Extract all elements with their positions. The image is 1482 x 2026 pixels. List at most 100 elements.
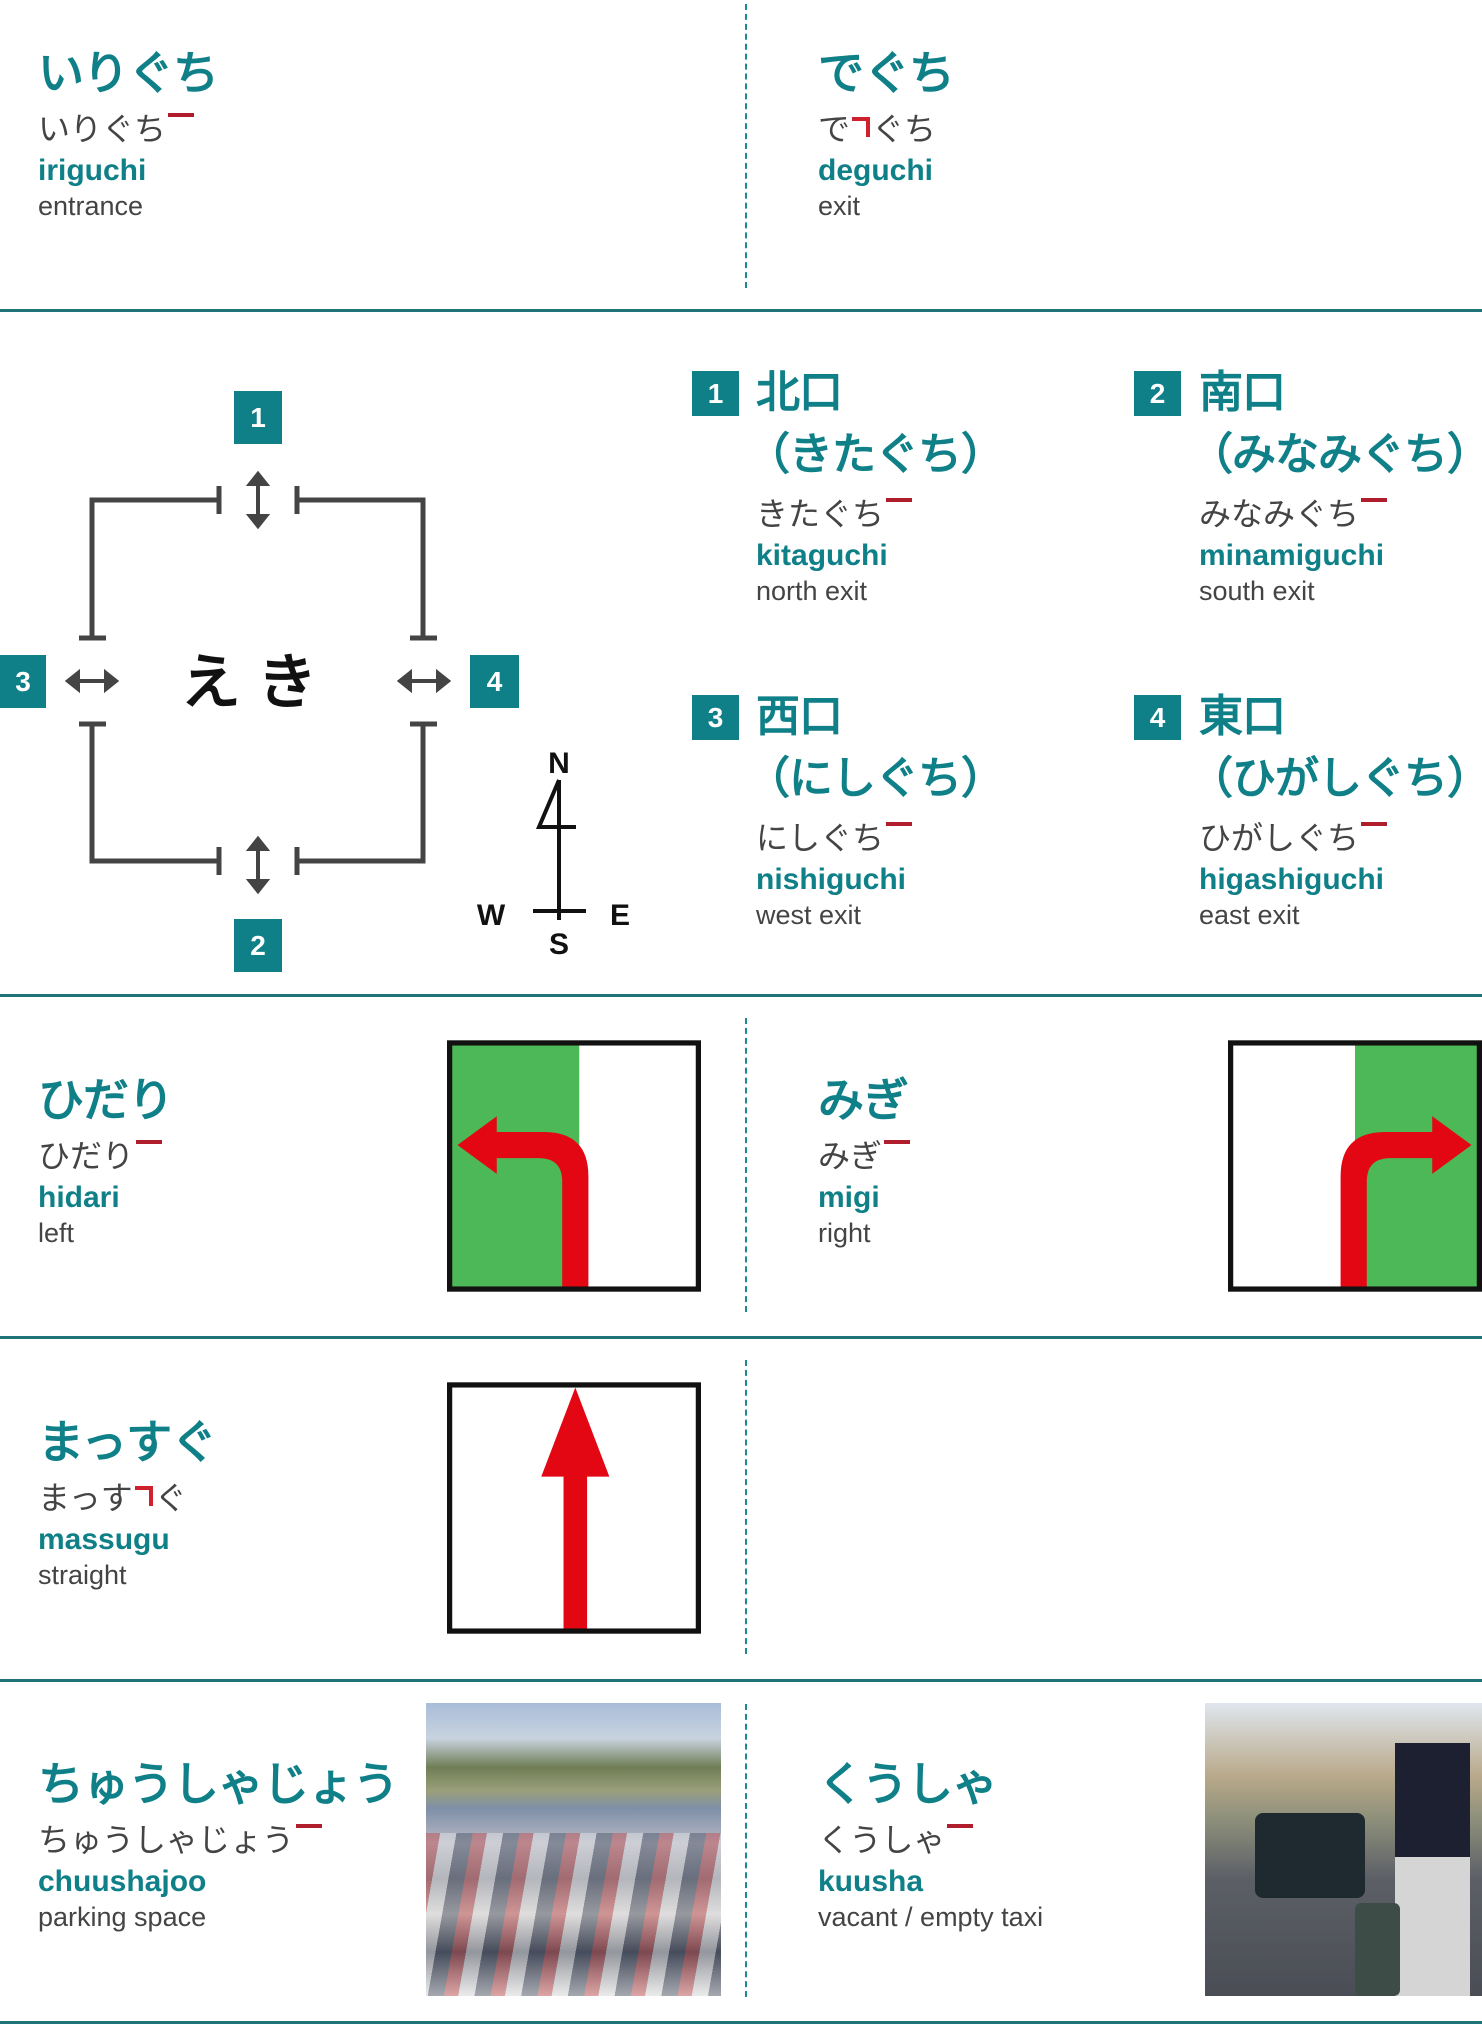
word-romaji: massugu [38, 1523, 170, 1556]
word-title: いりぐち [38, 46, 219, 100]
kana-text: で [818, 110, 851, 148]
kana-text: にしぐち [756, 819, 885, 857]
taxi [1255, 1813, 1365, 1898]
vocab-entry-hidari: ひだり ひだり hidari left [38, 1072, 174, 1250]
compass-south: S [549, 928, 569, 961]
vocab-entry-deguchi: でぐち でぐち deguchi exit [818, 45, 955, 223]
exit-kanji: 北口 [756, 367, 843, 418]
word-title: ひだり [38, 1073, 174, 1127]
word-english: exit [818, 191, 861, 221]
word-title: くうしゃ [818, 1757, 998, 1811]
word-english: left [38, 1218, 75, 1248]
word-english: entrance [38, 191, 144, 221]
word-english: straight [38, 1560, 127, 1590]
kana-text: ぐ [154, 1479, 187, 1517]
exit-badge-3: 3 [0, 655, 46, 708]
kana-text: ひだり [38, 1137, 135, 1175]
parked-cars [426, 1833, 721, 1996]
kana-text: みぎ [818, 1137, 883, 1175]
word-english: east exit [1199, 900, 1300, 930]
pitch-accent-mark [1361, 822, 1388, 826]
exit-badge-3: 3 [692, 695, 739, 740]
exit-badge-1: 1 [234, 391, 282, 444]
exit-entry-north: 北口 （きたぐち） きたぐち kitaguchi north exit [746, 362, 1005, 608]
exit-entry-west: 西口 （にしぐち） にしぐち nishiguchi west exit [746, 686, 1005, 932]
right-turn-sign-icon [1228, 1040, 1482, 1292]
section-divider [0, 1336, 1482, 1339]
kana-text: まっす [38, 1479, 133, 1517]
word-english: west exit [756, 900, 862, 930]
kana-text: くうしゃ [818, 1821, 946, 1859]
compass-icon [533, 779, 586, 920]
word-romaji: nishiguchi [756, 863, 906, 896]
pitch-drop-mark [852, 117, 871, 137]
word-romaji: kuusha [818, 1865, 924, 1898]
column-divider [745, 1704, 747, 1997]
word-romaji: chuushajoo [38, 1865, 207, 1898]
kana-text: いりぐち [38, 110, 167, 148]
vocab-entry-kuusha: くうしゃ くうしゃ kuusha vacant / empty taxi [818, 1756, 1043, 1934]
compass-north: N [548, 747, 570, 780]
kana-text: ひがしぐち [1199, 819, 1360, 857]
pitch-accent-mark [886, 498, 913, 502]
exit-reading: （みなみぐち） [1189, 429, 1482, 480]
pitch-accent-mark [1361, 498, 1388, 502]
exit-entry-south: 南口 （みなみぐち） みなみぐち minamiguchi south exit [1189, 362, 1482, 608]
exit-badge-1: 1 [692, 371, 739, 416]
section-divider [0, 2021, 1482, 2024]
pitch-accent-mark [136, 1140, 163, 1144]
word-title: まっすぐ [38, 1415, 217, 1469]
exit-reading: （にしぐち） [746, 753, 1005, 804]
station-walls [79, 486, 437, 875]
word-romaji: iriguchi [38, 154, 147, 187]
exit-arrows [64, 470, 452, 895]
taxi-hailing-photo [1205, 1703, 1482, 1996]
exit-kanji: 南口 [1199, 367, 1286, 418]
pitch-accent-mark [886, 822, 913, 826]
pitch-accent-mark [296, 1824, 323, 1828]
exit-reading: （きたぐち） [746, 429, 1005, 480]
section-divider [0, 994, 1482, 997]
vocab-entry-chuushajoo: ちゅうしゃじょう ちゅうしゃじょう chuushajoo parking spa… [38, 1756, 399, 1934]
vocab-entry-migi: みぎ みぎ migi right [818, 1072, 911, 1250]
exit-reading: （ひがしぐち） [1189, 753, 1482, 804]
exit-kanji: 東口 [1199, 691, 1286, 742]
section-divider [0, 309, 1482, 312]
exit-kanji: 西口 [756, 691, 843, 742]
station-diagram: えき N S W E [64, 470, 630, 961]
word-english: parking space [38, 1902, 207, 1932]
compass-east: E [610, 899, 630, 932]
straight-arrow-sign-icon [447, 1382, 701, 1634]
section-divider [0, 1679, 1482, 1682]
vocab-entry-iriguchi: いりぐち いりぐち iriguchi entrance [38, 45, 219, 223]
word-romaji: minamiguchi [1199, 539, 1385, 572]
word-romaji: higashiguchi [1199, 863, 1385, 896]
word-english: north exit [756, 576, 868, 606]
word-english: south exit [1199, 576, 1315, 606]
word-romaji: kitaguchi [756, 539, 888, 572]
person [1395, 1743, 1470, 1996]
pitch-accent-mark [884, 1140, 911, 1144]
word-romaji: deguchi [818, 154, 934, 187]
column-divider [745, 4, 747, 288]
word-title: ちゅうしゃじょう [38, 1757, 399, 1811]
compass-west: W [477, 899, 506, 932]
column-divider [745, 1360, 747, 1654]
column-divider [745, 1018, 747, 1312]
vocab-entry-massugu: まっすぐ まっすぐ massugu straight [38, 1414, 217, 1592]
suitcase [1355, 1903, 1400, 1996]
word-title: でぐち [818, 46, 955, 100]
exit-badge-2: 2 [234, 919, 282, 972]
kana-text: みなみぐち [1199, 495, 1360, 533]
word-kana: でぐち [818, 107, 954, 151]
exit-badge-4: 4 [1134, 695, 1181, 740]
word-romaji: hidari [38, 1181, 120, 1214]
station-label: えき [181, 648, 335, 718]
kana-text: ちゅうしゃじょう [38, 1821, 295, 1859]
word-english: vacant / empty taxi [818, 1902, 1044, 1932]
word-kana: いりぐち [38, 107, 218, 151]
exit-entry-east: 東口 （ひがしぐち） ひがしぐち higashiguchi east exit [1189, 686, 1482, 932]
word-romaji: migi [818, 1181, 880, 1214]
kana-text: きたぐち [756, 495, 885, 533]
left-turn-sign-icon [447, 1040, 701, 1292]
